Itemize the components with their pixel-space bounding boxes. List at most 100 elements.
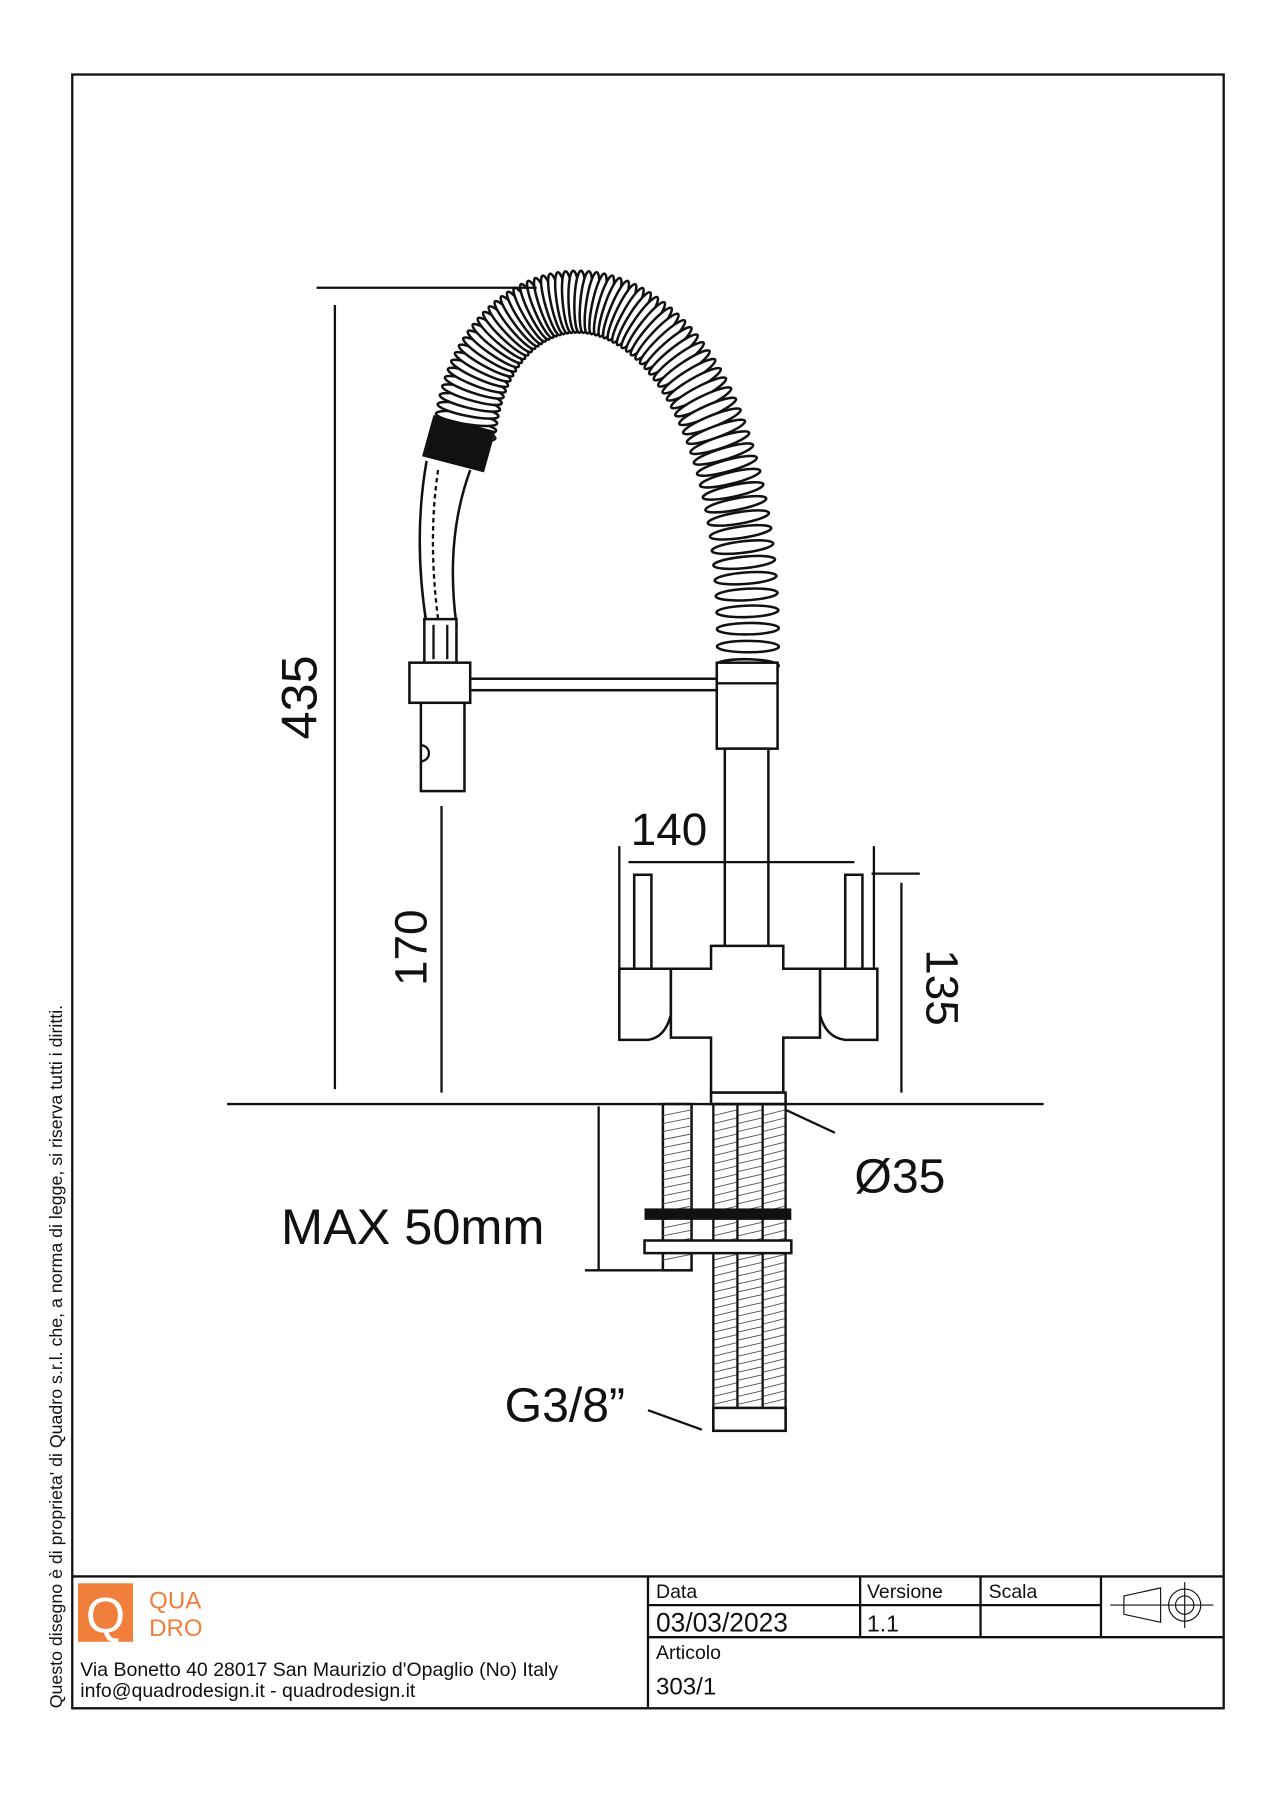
dim-handle-height: 135 [917, 949, 969, 1026]
spring-hose [432, 269, 781, 672]
hatch-line [762, 1109, 786, 1116]
hatch-line [762, 1173, 786, 1181]
hatch-line [762, 1293, 786, 1301]
hatch-line [762, 1229, 786, 1237]
hatch-line [662, 1117, 692, 1125]
hatch-line [737, 1181, 763, 1189]
hatch-line [737, 1334, 763, 1341]
hatch-line [737, 1109, 763, 1116]
hatch-line [762, 1277, 786, 1285]
hatch-line [713, 1117, 738, 1125]
spring-coil [715, 604, 780, 619]
title-block [72, 1575, 1224, 1709]
first-angle-projection-icon [1110, 1582, 1214, 1629]
hatch-line [662, 1141, 692, 1149]
hatch-line [737, 1229, 763, 1237]
hatch-line [737, 1398, 763, 1405]
hatch-line [762, 1366, 786, 1373]
hatch-line [662, 1157, 692, 1165]
hatch-line [762, 1165, 786, 1173]
spring-coil [695, 454, 759, 478]
hatch-line [713, 1374, 738, 1381]
hatch-line [713, 1125, 738, 1133]
spring-coil [698, 467, 762, 489]
hatch-line [762, 1133, 786, 1141]
hatch-line [662, 1109, 692, 1116]
dim-total-height: 435 [271, 655, 328, 739]
base-ring [709, 1091, 787, 1106]
hatch-line [737, 1309, 763, 1317]
hatch-line [662, 1229, 692, 1237]
hatch-line [762, 1221, 786, 1229]
fixing-washer [643, 1239, 793, 1255]
hatch-line [713, 1390, 738, 1397]
dim-handle-span: 140 [631, 803, 708, 855]
hatch-line [737, 1342, 763, 1349]
hatch-line [713, 1189, 738, 1197]
spring-coil [706, 509, 771, 527]
hatch-line [713, 1181, 738, 1189]
hatch-line [737, 1358, 763, 1365]
hatch-line [762, 1125, 786, 1133]
dim-max-thickness: MAX 50mm [281, 1198, 544, 1255]
hatch-line [762, 1149, 786, 1157]
spring-coil [708, 523, 773, 541]
hatch-line [662, 1125, 692, 1133]
hatch-line [737, 1285, 763, 1293]
hatch-line [662, 1221, 692, 1229]
hatch-line [713, 1221, 738, 1229]
hatch-line [737, 1293, 763, 1301]
company-address: Via Bonetto 40 28017 San Maurizio d'Opag… [80, 1659, 558, 1681]
right-handle [818, 967, 879, 1042]
article-value: 303/1 [656, 1674, 716, 1701]
spring-coil [713, 570, 778, 586]
hatch-line [713, 1358, 738, 1365]
spring-coil [715, 639, 781, 654]
hatch-line [762, 1350, 786, 1357]
hose-fitting [712, 1406, 787, 1433]
hatch-line [762, 1253, 786, 1261]
spout-body [715, 661, 779, 750]
spring-coil [701, 481, 765, 501]
date-value: 03/03/2023 [656, 1607, 788, 1637]
spring-coil [712, 554, 777, 571]
spray-holder [408, 661, 472, 705]
hatch-line [713, 1366, 738, 1373]
hatch-line [762, 1301, 786, 1309]
hatch-line [737, 1197, 763, 1205]
hatch-line [737, 1350, 763, 1357]
spring-coil [704, 494, 768, 514]
date-label: Data [656, 1581, 697, 1603]
hatch-line [713, 1269, 738, 1277]
copyright-note: Questo disegno è di proprieta' di Quadro… [46, 1005, 66, 1708]
hatch-line [737, 1326, 763, 1333]
spring-coil [710, 539, 775, 556]
hatch-line [762, 1358, 786, 1365]
hatch-line [762, 1157, 786, 1165]
hatch-line [762, 1318, 786, 1325]
hatch-line [713, 1197, 738, 1205]
hatch-line [737, 1173, 763, 1181]
hatch-line [737, 1261, 763, 1269]
hatch-line [737, 1277, 763, 1285]
hatch-line [737, 1301, 763, 1309]
hatch-line [662, 1133, 692, 1141]
hatch-line [662, 1181, 692, 1189]
hatch-line [762, 1326, 786, 1333]
hatch-line [737, 1157, 763, 1165]
column [723, 747, 770, 951]
hatch-line [762, 1310, 786, 1317]
hatch-line [713, 1342, 738, 1349]
hatch-line [737, 1318, 763, 1325]
hatch-line [713, 1165, 738, 1173]
hatch-line [737, 1221, 763, 1229]
hatch-line [737, 1165, 763, 1173]
right-lever [843, 873, 864, 971]
hatch-line [737, 1253, 763, 1261]
hatch-line [713, 1229, 738, 1237]
hatch-line [737, 1374, 763, 1381]
hatch-line [737, 1390, 763, 1397]
hatch-line [662, 1173, 692, 1181]
hatch-line [713, 1326, 738, 1333]
svg-text:QUA: QUA [149, 1588, 202, 1615]
